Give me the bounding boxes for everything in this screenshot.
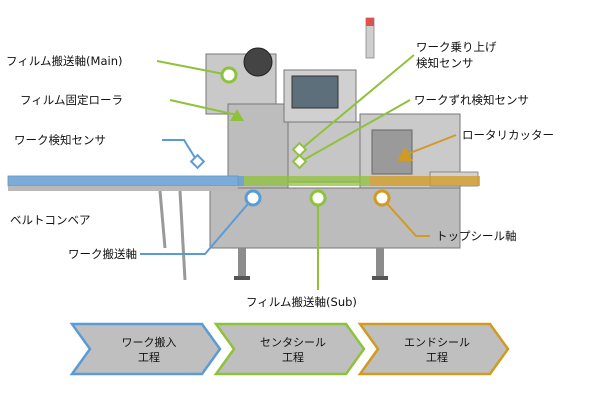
stage-work-infeed-line2: 工程 [138,351,160,364]
marker-work-detect-sensor [189,153,206,170]
stage-center-seal-line2: 工程 [282,351,304,364]
label-work-rideup-line1: ワーク乗り上げ [416,40,497,54]
label-film-feed-sub: フィルム搬送軸(Sub) [246,295,357,309]
marker-top-seal-axis [373,189,391,207]
stage-center-seal-label: センタシール 工程 [238,335,348,365]
stage-end-seal-line2: 工程 [426,351,448,364]
label-work-detect-sensor: ワーク検知センサ [14,133,106,147]
stage-work-infeed-label: ワーク搬入 工程 [94,335,204,365]
label-work-rideup-line2: 検知センサ [416,56,474,70]
label-work-misalign-sensor: ワークずれ検知センサ [414,93,529,107]
marker-work-feed-axis [244,189,262,207]
orange-belt-band [370,176,480,186]
marker-film-feed-main [220,66,238,84]
stage-end-seal-line1: エンドシール [404,336,470,349]
blue-leader-lines [140,139,254,255]
stage-center-seal-line1: センタシール [260,336,326,349]
stage-end-seal-chevron [357,322,510,376]
stage-work-infeed-line1: ワーク搬入 [121,336,177,349]
green-belt-band [244,176,370,186]
stage-center-seal-chevron [213,322,366,376]
label-belt-conveyor: ベルトコンベア [10,213,91,227]
label-work-feed-axis: ワーク搬送軸 [68,247,137,261]
marker-film-fixed-roller [230,109,244,121]
marker-rotary-cutter [397,147,413,161]
marker-work-misalign-sensor [291,153,308,170]
blue-belt-band [8,176,244,186]
green-leader-lines [156,54,415,290]
stage-work-infeed-chevron [69,322,222,376]
label-rotary-cutter: ロータリカッター [462,128,554,142]
orange-leader-lines [381,134,457,237]
label-film-feed-main: フィルム搬送軸(Main) [6,54,123,68]
marker-work-rideup-sensor [291,141,308,158]
label-film-fixed-roller: フィルム固定ローラ [20,93,124,107]
marker-film-feed-sub [309,189,327,207]
process-flow [69,322,510,376]
label-top-seal-axis: トップシール軸 [436,229,517,243]
stage-end-seal-label: エンドシール 工程 [382,335,492,365]
